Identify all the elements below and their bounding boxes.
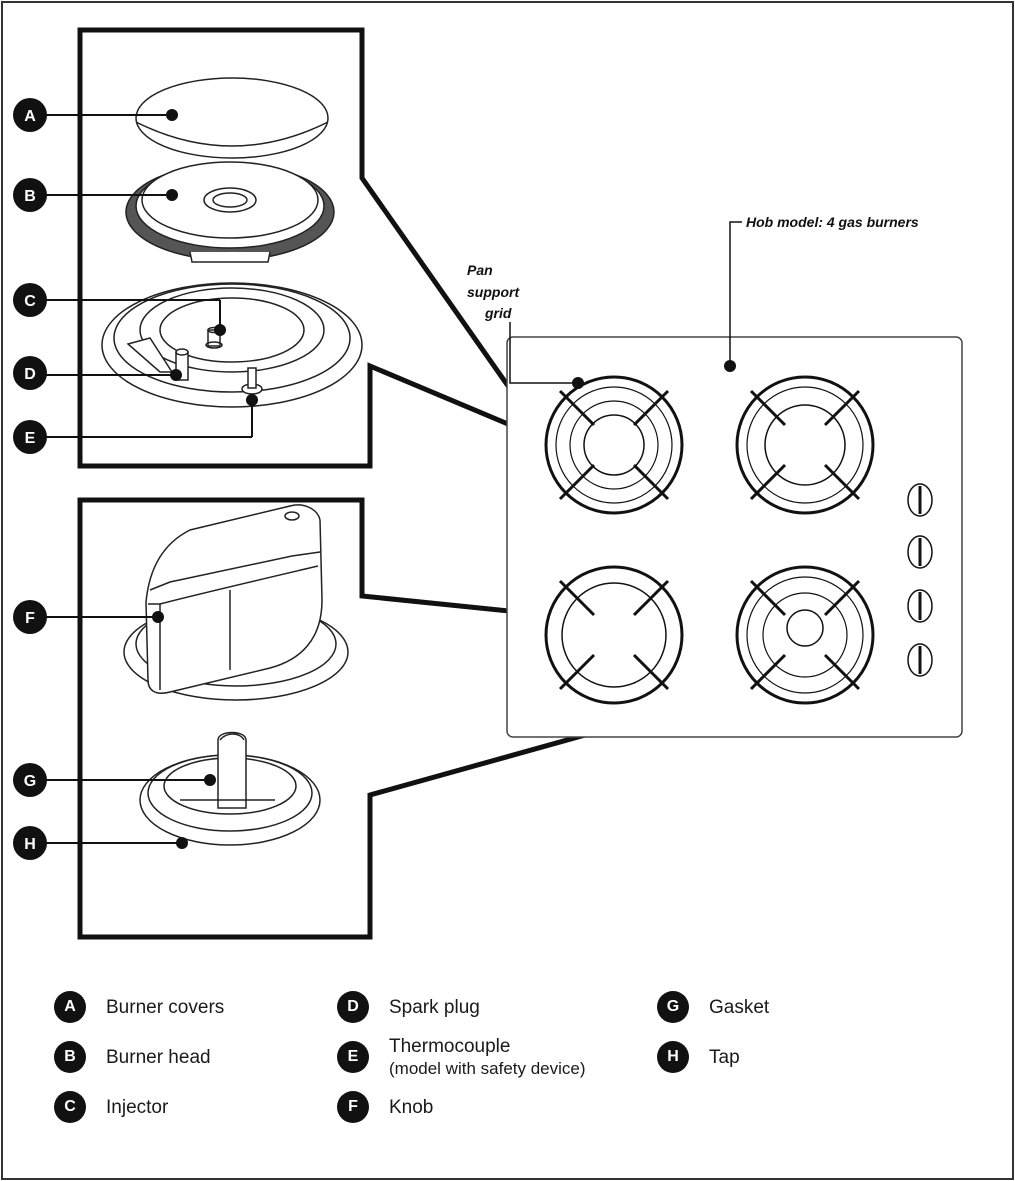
burner-base-drawing (101, 282, 363, 408)
legend: A Burner covers B Burner head C Injector… (0, 985, 1015, 1125)
leader-lines-knob (30, 616, 210, 844)
legend-item-g: G Gasket (657, 991, 769, 1023)
legend-text-c: Injector (106, 1097, 169, 1118)
legend-text-e-main: Thermocouple (389, 1036, 511, 1057)
legend-badge-c: C (54, 1091, 86, 1123)
svg-text:G: G (24, 773, 36, 790)
pan-support-label-line1: Pan (467, 262, 493, 278)
pan-support-label-line3: grid (484, 305, 512, 321)
pan-support-label-line2: support (467, 284, 520, 300)
legend-badge-g: G (657, 991, 689, 1023)
svg-text:E: E (25, 430, 36, 447)
badge-f: F (13, 600, 47, 634)
legend-item-c: C Injector (54, 1091, 168, 1123)
burner-detail-panel (77, 27, 554, 469)
pan-support-callout: Pan support grid (467, 262, 584, 389)
legend-badge-b: B (54, 1041, 86, 1073)
legend-item-d: D Spark plug (337, 991, 480, 1023)
badge-h: H (13, 826, 47, 860)
legend-text-f: Knob (389, 1097, 434, 1118)
legend-item-h: H Tap (657, 1041, 740, 1073)
svg-text:F: F (25, 610, 35, 627)
burner-top-left (544, 375, 684, 515)
leader-dots-knob (152, 611, 216, 849)
control-knobs (907, 483, 933, 677)
knob-drawing (123, 504, 349, 701)
leader-lines-burner (30, 114, 253, 438)
badge-c: C (13, 283, 47, 317)
svg-text:B: B (24, 188, 36, 205)
legend-badge-d: D (337, 991, 369, 1023)
burner-cover-drawing (135, 77, 329, 159)
legend-item-f: F Knob (337, 1091, 433, 1123)
badge-e: E (13, 420, 47, 454)
legend-text-h: Tap (709, 1047, 740, 1068)
badge-g: G (13, 763, 47, 797)
legend-item-b: B Burner head (54, 1041, 211, 1073)
burner-bottom-right (735, 565, 875, 705)
legend-item-e: E Thermocouple (model with safety device… (337, 1036, 586, 1079)
badge-d: D (13, 356, 47, 390)
legend-text-e: Thermocouple (model with safety device) (389, 1035, 586, 1079)
legend-badge-a: A (54, 991, 86, 1023)
svg-text:A: A (24, 108, 36, 125)
badge-a: A (13, 98, 47, 132)
svg-text:C: C (24, 293, 36, 310)
hob-model-label: Hob model: 4 gas burners (746, 214, 919, 230)
legend-text-g: Gasket (709, 997, 770, 1018)
burner-bottom-left (544, 565, 684, 705)
legend-item-a: A Burner covers (54, 991, 224, 1023)
legend-badge-f: F (337, 1091, 369, 1123)
burner-top-right (735, 375, 875, 515)
legend-text-b: Burner head (106, 1047, 211, 1068)
legend-text-a: Burner covers (106, 997, 225, 1018)
legend-text-e-sub: (model with safety device) (389, 1059, 586, 1078)
hob-model-callout: Hob model: 4 gas burners (724, 214, 919, 372)
svg-text:D: D (24, 366, 36, 383)
legend-text-d: Spark plug (389, 997, 480, 1018)
burner-head-drawing (125, 161, 335, 263)
svg-text:H: H (24, 836, 36, 853)
tap-drawing (139, 731, 321, 846)
hob-top (506, 336, 963, 738)
legend-badge-e: E (337, 1041, 369, 1073)
legend-badge-h: H (657, 1041, 689, 1073)
leader-dots-burner (166, 109, 258, 406)
badge-b: B (13, 178, 47, 212)
